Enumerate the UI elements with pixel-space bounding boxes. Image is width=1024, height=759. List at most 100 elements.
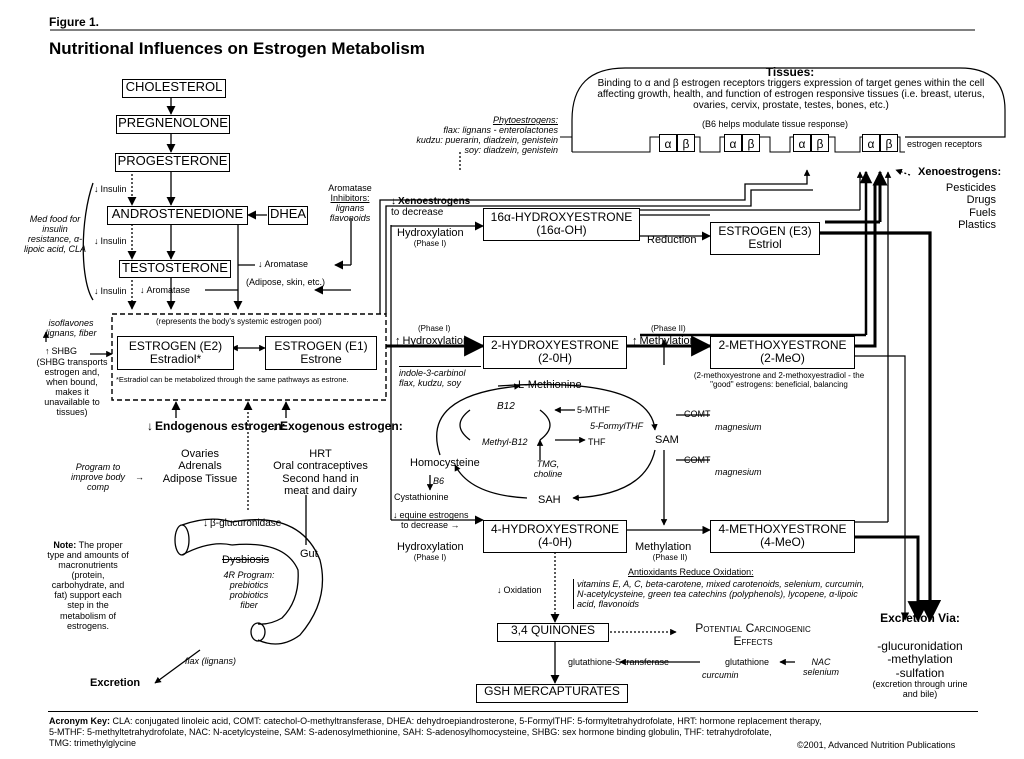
insulin-label-1: ↓Insulin	[94, 184, 127, 194]
glutathione-label: glutathione	[725, 657, 770, 667]
insulin-label-3: ↓Insulin	[94, 286, 127, 296]
aromatase-label-2: ↓Aromatase	[140, 285, 191, 295]
receptor-beta-1: β	[677, 134, 695, 152]
nac-selenium: NAC selenium	[802, 657, 840, 678]
methylation-2: ↑Methylation	[632, 335, 696, 347]
magnesium-2: magnesium	[715, 467, 762, 477]
estriol-box: ESTROGEN (E3)Estriol	[710, 222, 820, 255]
androstenedione-box: ANDROSTENEDIONE	[107, 206, 248, 225]
gut-excretion: Excretion	[90, 677, 141, 689]
formylthf: 5-FormylTHF	[590, 421, 643, 431]
comt-2: COMT	[684, 455, 711, 465]
methoxyestrone-2-box: 2-METHOXYESTRONE(2-MeO)	[710, 336, 855, 369]
excretion-via-title: Excretion Via:	[880, 611, 960, 625]
aromatase-label-1: ↓Aromatase	[258, 259, 309, 269]
endogenous-items: Ovaries Adrenals Adipose Tissue	[162, 448, 238, 485]
acronym-key: Acronym Key: CLA: conjugated linoleic ac…	[49, 716, 822, 748]
exogenous-items: HRT Oral contraceptives Second hand in m…	[273, 448, 368, 497]
pregnenolone-box: PREGNENOLONE	[116, 115, 230, 134]
aromatase-tissue: (Adipose, skin, etc.)	[246, 277, 326, 287]
methyl-b12: Methyl-B12	[482, 437, 528, 447]
reduction-label: Reduction	[647, 234, 697, 246]
excretion-via-note: (excretion through urine and bile)	[872, 679, 968, 700]
phase2-2: (Phase II)	[651, 324, 686, 333]
tissues-text: Binding to α and β estrogen receptors tr…	[597, 78, 985, 112]
shbg-note: (SHBG transports estrogen and, when boun…	[36, 357, 108, 418]
exogenous-title: ↓Exogenous estrogen:	[272, 419, 403, 433]
good-estrogens-note: (2-methoxyestrone and 2-methoxyestradiol…	[693, 371, 865, 389]
equine-note: ↓equine estrogens to decrease →	[393, 510, 469, 531]
pool-caption: (represents the body's systemic estrogen…	[156, 317, 322, 326]
methoxyestrone-4-box: 4-METHOXYESTRONE(4-MeO)	[710, 520, 855, 553]
testosterone-box: TESTOSTERONE	[119, 260, 231, 278]
carcinogenic-effects: Potential Carcinogenic Effects	[695, 621, 811, 648]
b6-note: (B6 helps modulate tissue response)	[701, 119, 849, 129]
methylation-4: Methylation	[635, 541, 692, 553]
flax-lignans: flax (lignans)	[185, 656, 237, 666]
xeno-decrease: ↓Xenoestrogens to decrease	[391, 196, 471, 219]
thf: THF	[588, 437, 606, 447]
antioxidants-list: vitamins E, A, C, beta-carotene, mixed c…	[573, 579, 869, 610]
beta-glucuronidase: ↓β-glucuronidase	[203, 518, 282, 529]
receptor-beta-2: β	[742, 134, 760, 152]
footer-divider	[48, 711, 978, 712]
receptor-beta-4: β	[880, 134, 898, 152]
curcumin-label: curcumin	[702, 670, 739, 680]
mthf5: 5-MTHF	[577, 405, 610, 415]
receptor-alpha-3: α	[793, 134, 811, 152]
receptor-alpha-1: α	[659, 134, 677, 152]
sam: SAM	[655, 434, 679, 446]
tmg-choline: TMG, choline	[533, 459, 563, 480]
page-title: Nutritional Influences on Estrogen Metab…	[49, 39, 425, 58]
copyright: ©2001, Advanced Nutrition Publications	[797, 740, 956, 750]
estradiol-box: ESTROGEN (E2)Estradiol*	[117, 336, 234, 370]
antioxidants-title: Antioxidants Reduce Oxidation:	[628, 567, 754, 577]
receptor-alpha-4: α	[862, 134, 880, 152]
dysbiosis-label: Dysbiosis	[222, 554, 270, 566]
quinones-box: 3,4 QUINONES	[497, 623, 609, 642]
indole-note: indole-3-carbinol flax, kudzu, soy	[399, 366, 481, 388]
phase1-4: (Phase I)	[413, 553, 447, 562]
dhea-box: DHEA	[268, 206, 308, 225]
4r-program: 4R Program: prebiotics probiotics fiber	[223, 570, 275, 611]
isoflavones-note: isoflavones lignans, fiber	[45, 318, 97, 339]
b12: B12	[497, 401, 515, 412]
receptor-beta-3: β	[811, 134, 829, 152]
gut-label: Gut	[300, 548, 318, 560]
cystathionine: Cystathionine	[394, 492, 449, 502]
program-note: Program to improve body comp	[70, 462, 126, 493]
phytoestrogens-note: Phytoestrogens: flax: lignans - enterola…	[416, 115, 558, 156]
magnesium-1: magnesium	[715, 422, 762, 432]
xenoestrogens-items: Pesticides Drugs Fuels Plastics	[945, 182, 996, 231]
hydroxyestrone-2-box: 2-HYDROXYESTRONE(2-0H)	[483, 336, 627, 369]
hydroxylation-2: ↑Hydroxylation	[395, 335, 470, 347]
tissues-title: Tissues:	[765, 65, 815, 79]
receptors-label: estrogen receptors	[907, 139, 983, 149]
comt-1: COMT	[684, 409, 711, 419]
phase2-4: (Phase II)	[652, 553, 688, 562]
endogenous-title: ↓Endogenous estrogen:	[147, 419, 286, 433]
sah: SAH	[538, 494, 561, 506]
aromatase-inhibitors: Aromatase Inhibitors: lignans flavonoids	[328, 183, 372, 224]
cholesterol-box: CHOLESTEROL	[122, 79, 226, 98]
med-food-note: Med food for insulin resistance, α-lipoi…	[23, 214, 87, 255]
oxidation-label: ↓Oxidation	[497, 585, 542, 595]
gst-label: glutathione-S-transferase	[568, 657, 670, 667]
progesterone-box: PROGESTERONE	[115, 153, 230, 172]
xenoestrogens-title: Xenoestrogens:	[918, 166, 1002, 178]
note-box: Note: The proper type and amounts of mac…	[47, 540, 129, 631]
phase1-16: (Phase I)	[413, 239, 447, 248]
b6: B6	[433, 476, 445, 486]
homocysteine: Homocysteine	[410, 457, 480, 469]
insulin-label-2: ↓Insulin	[94, 236, 127, 246]
shbg-label: ↑SHBG	[45, 346, 78, 356]
estradiol-footnote: *Estradiol can be metabolized through th…	[116, 375, 349, 384]
l-methionine: L-Methionine	[518, 379, 582, 391]
program-arrow: →	[135, 472, 144, 482]
estrone-box: ESTROGEN (E1)Estrone	[265, 336, 377, 370]
phase1-2oh: (Phase I)	[418, 324, 451, 333]
hydroxylation-4: Hydroxylation	[397, 541, 464, 553]
receptor-alpha-2: α	[724, 134, 742, 152]
mercapturates-box: GSH MERCAPTURATES	[476, 684, 628, 703]
